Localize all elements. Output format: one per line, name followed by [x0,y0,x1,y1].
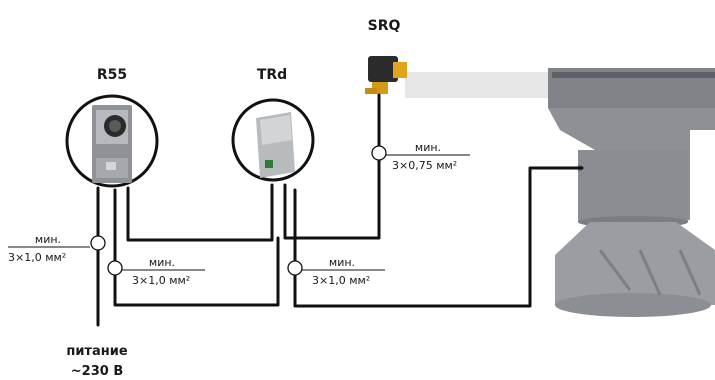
wire-r55-trd-2 [113,188,280,307]
cable-srq-bottom: 3×0,75 мм² [392,159,457,172]
cable-r55-trd-top: мин. [149,256,175,269]
wire-trd-srq [283,93,381,240]
srq-device [365,56,407,94]
duct [405,72,555,98]
cable-marker-srq [371,145,387,161]
cable-trd-unit-top: мин. [329,256,355,269]
trd-title: TRd [257,67,287,83]
cable-marker-trd-unit [287,260,303,276]
cable-marker-r55-trd [107,260,123,276]
cable-marker-power [90,235,106,251]
supply-label-line2: ~230 В [71,364,123,379]
cable-trd-unit-bottom: 3×1,0 мм² [312,274,370,287]
cable-power-top: мин. [35,233,61,246]
cable-r55-trd-bottom: 3×1,0 мм² [132,274,190,287]
ventilation-unit [405,68,715,317]
r55-title: R55 [97,67,127,83]
cable-power-bottom: 3×1,0 мм² [8,251,66,264]
r55-device [65,94,159,188]
trd-device [231,98,315,182]
srq-title: SRQ [368,18,401,34]
cable-srq-top: мин. [415,141,441,154]
supply-label-line1: питание [66,344,127,359]
wire-r55-trd-1 [126,183,274,242]
